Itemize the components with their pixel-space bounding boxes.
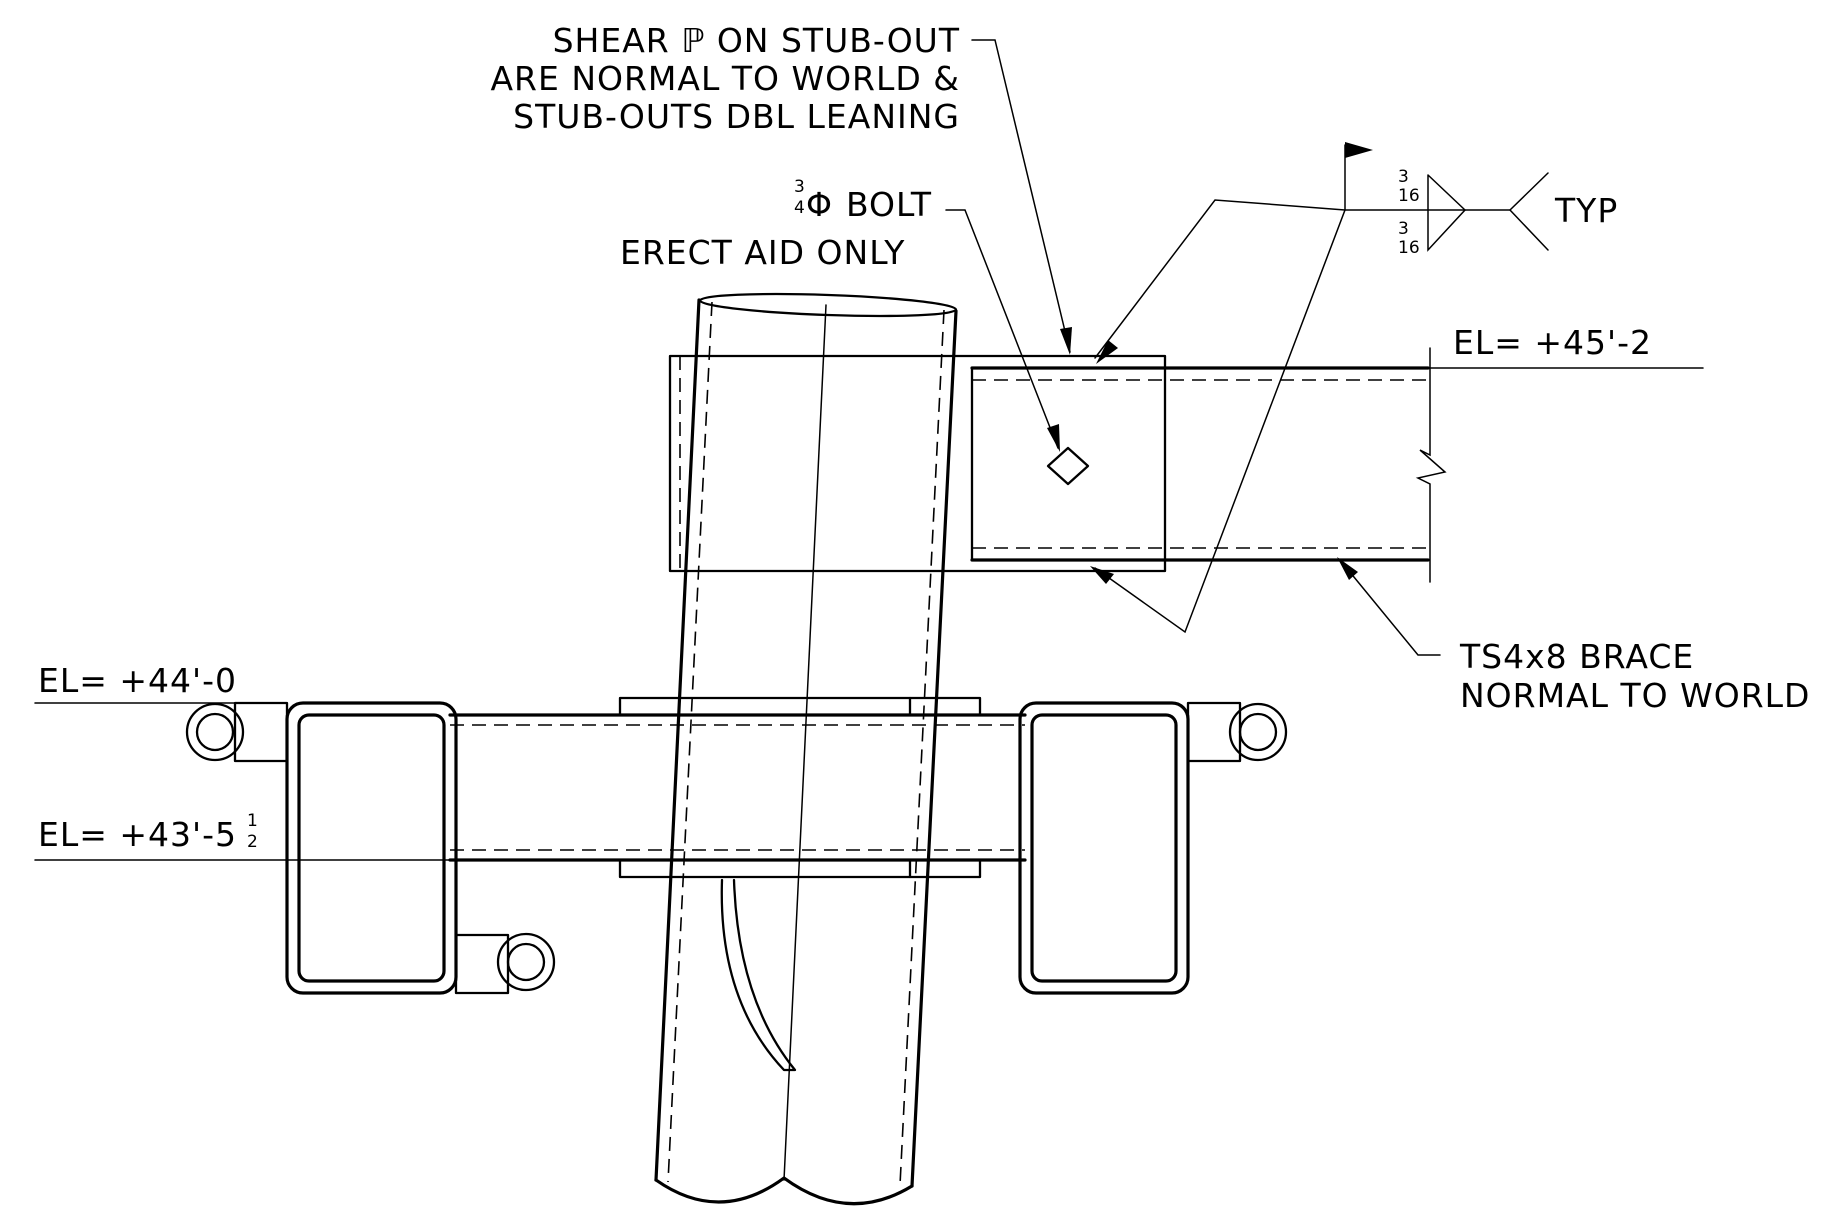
shear-plate-note-line1: SHEAR ℙ ON STUB-OUT bbox=[553, 21, 960, 60]
brace-leader-line bbox=[1339, 559, 1441, 656]
weld-arrow-leader-lower bbox=[1094, 209, 1346, 634]
weld-arrow-head-upper bbox=[1096, 340, 1118, 364]
weld-size-bottom-numerator: 3 bbox=[1398, 219, 1409, 239]
pipe-top-ellipse bbox=[698, 292, 958, 318]
left-lug-pipe-upper-outer bbox=[185, 702, 245, 762]
horizontal-beam-assembly bbox=[448, 696, 1027, 879]
shear-plate-outline bbox=[668, 354, 1167, 573]
elevation-middle-label: EL= +44'-0 bbox=[38, 661, 237, 700]
beam-elevations: EL= +44'-0 EL= +43'-5 1 2 bbox=[34, 661, 451, 861]
weld-tail-icon bbox=[1508, 172, 1549, 251]
bolt-note: 3 4 Φ BOLT ERECT AID ONLY bbox=[620, 177, 1060, 452]
shear-plate-leader-arrow bbox=[1060, 327, 1072, 355]
pipe-right-wall bbox=[910, 309, 958, 1188]
weld-size-bottom-denominator: 16 bbox=[1398, 238, 1420, 258]
fillet-weld-icon bbox=[1427, 174, 1467, 252]
left-lug-pipe-upper-inner bbox=[195, 712, 235, 752]
brace-note-line2: NORMAL TO WORLD bbox=[1460, 676, 1810, 715]
pipe-centerline bbox=[783, 304, 827, 1181]
field-weld-flag-icon bbox=[1345, 142, 1373, 158]
weld-size-top-denominator: 16 bbox=[1398, 186, 1420, 206]
right-tube-section bbox=[1018, 701, 1288, 995]
bolt-diameter-symbol: Φ bbox=[806, 185, 833, 224]
left-lug-plate-lower bbox=[454, 933, 510, 995]
right-lug-plate bbox=[1186, 701, 1242, 763]
weld-arrow-head-lower bbox=[1090, 566, 1114, 584]
bolt-label: BOLT bbox=[846, 185, 932, 224]
pipe-break-line-icon bbox=[654, 1176, 914, 1206]
pipe-right-hidden-wall bbox=[899, 309, 945, 1186]
elevation-bottom-frac-den: 2 bbox=[247, 832, 258, 852]
brace-note: TS4x8 BRACE NORMAL TO WORLD bbox=[1337, 557, 1810, 715]
leaning-pipe-column bbox=[654, 292, 958, 1206]
shear-plate-note: SHEAR ℙ ON STUB-OUT ARE NORMAL TO WORLD … bbox=[490, 21, 1072, 355]
pipe-left-wall bbox=[654, 298, 701, 1182]
weld-arrow-leader-upper bbox=[1094, 199, 1346, 359]
ts4x8-brace bbox=[970, 347, 1447, 583]
shear-plate-note-line2: ARE NORMAL TO WORLD & bbox=[490, 59, 960, 98]
left-lug-pipe-lower-outer bbox=[496, 932, 556, 992]
left-tube-inner-wall bbox=[297, 713, 446, 983]
elevation-top-label: EL= +45'-2 bbox=[1453, 323, 1652, 362]
shear-plate-leader-line bbox=[971, 39, 1071, 353]
bolt-size-denominator: 4 bbox=[794, 198, 805, 218]
erection-bolt-diamond-icon bbox=[1046, 446, 1090, 486]
left-lug-pipe-lower-inner bbox=[506, 942, 546, 982]
left-tube-outer-wall bbox=[285, 701, 458, 995]
bolt-size-numerator: 3 bbox=[794, 177, 805, 197]
brace-note-line1: TS4x8 BRACE bbox=[1459, 637, 1694, 676]
weld-typ-label: TYP bbox=[1554, 191, 1618, 230]
weld-size-top-numerator: 3 bbox=[1398, 167, 1409, 187]
shear-plate-note-line3: STUB-OUTS DBL LEANING bbox=[513, 97, 960, 136]
right-tube-inner-wall bbox=[1030, 713, 1178, 983]
right-tube-outer-wall bbox=[1018, 701, 1190, 995]
right-lug-pipe-outer bbox=[1228, 702, 1288, 762]
elevation-bottom-frac-num: 1 bbox=[247, 811, 258, 831]
erect-aid-note: ERECT AID ONLY bbox=[620, 233, 905, 272]
collar-plate-top bbox=[618, 696, 982, 717]
bolt-leader-line bbox=[945, 209, 1059, 449]
collar-plate-bottom bbox=[618, 858, 982, 879]
brace-leader-arrow bbox=[1337, 557, 1358, 580]
left-tube-section bbox=[185, 701, 556, 995]
shear-plate-stub-out bbox=[668, 354, 1167, 573]
bolt-leader-arrow bbox=[1047, 424, 1060, 452]
right-lug-pipe-inner bbox=[1238, 712, 1278, 752]
pipe-left-hidden-wall bbox=[667, 301, 713, 1183]
gusset-curve bbox=[720, 878, 797, 1072]
brace-break-line-icon bbox=[1415, 347, 1447, 583]
weld-symbol: 3 16 3 16 TYP bbox=[1090, 142, 1618, 634]
top-elevation: EL= +45'-2 bbox=[1429, 323, 1704, 369]
elevation-bottom-label: EL= +43'-5 bbox=[38, 815, 237, 854]
